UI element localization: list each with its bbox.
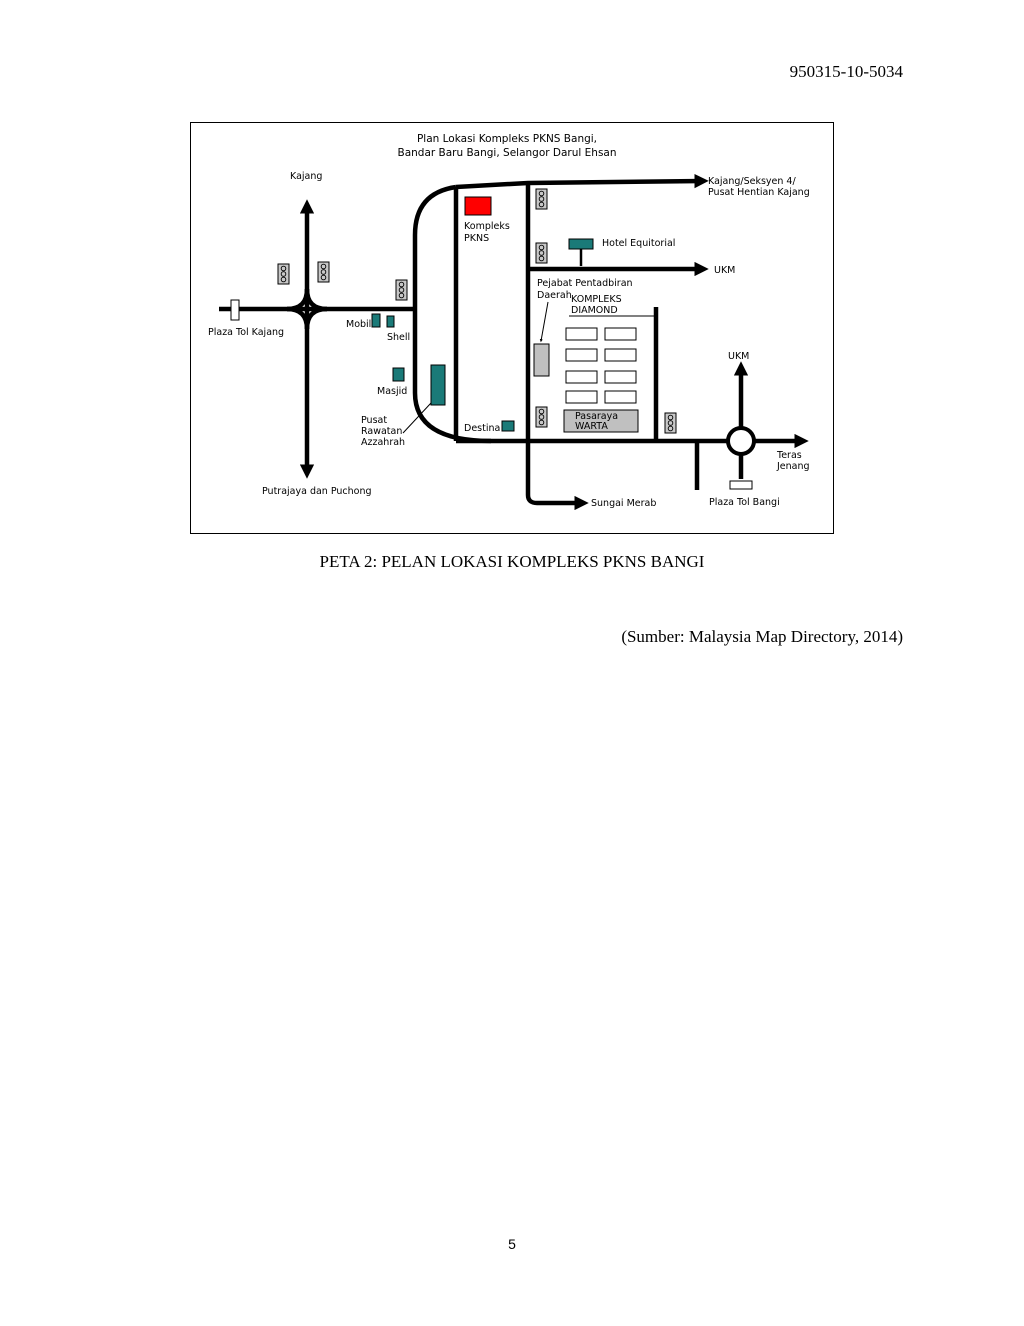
traffic-light-icon [535,406,548,428]
map-title-line2: Bandar Baru Bangi, Selangor Darul Ehsan [397,147,616,159]
label-kajang-seksyen-line1: Kajang/Seksyen 4/ [708,176,796,187]
traffic-light-icon [277,263,290,285]
map-title-line1: Plan Lokasi Kompleks PKNS Bangi, [417,133,597,145]
label-teras-line2: Jenang [776,461,810,472]
shell-station [386,315,395,328]
header-id: 950315-10-5034 [789,62,903,81]
label-ukm-east: UKM [714,265,735,276]
figure-caption: PETA 2: PELAN LOKASI KOMPLEKS PKNS BANGI [319,552,705,571]
interchange-curve [286,306,310,330]
label-kompleks-pkns-line1: Kompleks [464,221,510,232]
label-pasaraya-line2: WARTA [575,421,608,432]
label-kompleks-diamond-line2: DIAMOND [571,305,618,316]
roads [219,173,809,511]
label-destina: Destina [464,423,500,434]
label-pejabat-line2: Daerah [537,290,572,301]
interchange-curve [304,306,328,330]
roundabout [726,426,756,456]
figure-source: (Sumber: Malaysia Map Directory, 2014) [621,627,903,646]
kompleks-pkns-building [464,196,492,216]
label-kompleks-diamond-line1: KOMPLEKS [571,294,622,305]
traffic-light-icon [395,279,408,301]
label-kajang-seksyen-line2: Pusat Hentian Kajang [708,187,810,198]
label-pejabat-line1: Pejabat Pentadbiran [537,278,633,289]
label-shell: Shell [387,332,410,343]
road-outer-loop [412,184,492,444]
label-mobil: Mobil [346,319,371,330]
masjid-building [392,367,405,382]
location-map: Plan Lokasi Kompleks PKNS Bangi, Bandar … [190,122,834,534]
label-pasaraya-line1: Pasaraya [575,411,618,422]
traffic-light-icon [317,261,330,283]
label-plaza-tol-kajang: Plaza Tol Kajang [208,327,284,338]
pejabat-pointer [539,301,549,343]
label-pusat-line1: Pusat [361,415,387,426]
label-masjid: Masjid [377,386,407,397]
label-plaza-tol-bangi: Plaza Tol Bangi [709,497,780,508]
label-pusat-line2: Rawatan [361,426,402,437]
road-top-kajang [455,173,709,190]
interchange-curve [286,288,310,312]
label-pusat-line3: Azzahrah [361,437,405,448]
label-kajang: Kajang [290,171,322,182]
pusat-rawatan-building [430,364,446,406]
hotel-equitorial-building [568,238,594,250]
mobil-station [371,313,381,328]
traffic-light-icon [535,242,548,264]
label-teras-line1: Teras [776,450,802,461]
pusat-pointer [402,402,432,434]
interchange-curve [304,288,328,312]
label-kompleks-pkns-line2: PKNS [464,233,489,244]
label-ukm-roundabout: UKM [728,351,749,362]
traffic-light-icon [664,412,677,434]
pejabat-pentadbiran-building [533,343,550,377]
kompleks-diamond-blocks [565,327,637,404]
label-putrajaya: Putrajaya dan Puchong [262,486,372,497]
label-sungai-merab: Sungai Merab [591,498,656,509]
traffic-light-icon [535,188,548,210]
toll-booth-icon [729,480,753,490]
destina-building [501,420,515,432]
toll-booth-icon [230,299,240,321]
pasaraya-warta-building [563,409,639,433]
page-number: 5 [508,1236,516,1252]
map-drawing: Plan Lokasi Kompleks PKNS Bangi, Bandar … [208,133,810,511]
road-sungai-merab [525,441,589,511]
label-hotel-equitorial: Hotel Equitorial [602,238,675,249]
